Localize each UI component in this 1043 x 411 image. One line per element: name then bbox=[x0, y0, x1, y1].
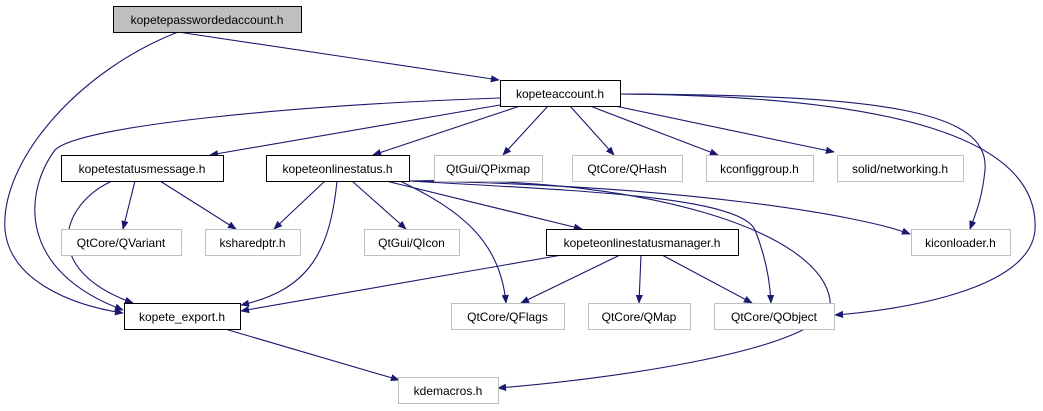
node-onlinestatus[interactable]: kopeteonlinestatus.h bbox=[266, 155, 410, 182]
node-box bbox=[451, 303, 565, 330]
edge-export-to-kdemacros bbox=[224, 328, 400, 382]
node-label: kopetestatusmessage.h bbox=[79, 162, 206, 176]
node-kiconloader: kiconloader.h bbox=[911, 229, 1011, 256]
edge-account-to-statusmessage bbox=[209, 104, 501, 158]
node-kdemacros: kdemacros.h bbox=[398, 377, 499, 404]
edge-onlinestatus-to-ksharedptr bbox=[273, 180, 326, 230]
edge-account-to-export bbox=[34, 97, 501, 311]
edge-onlinestatus-to-qicon bbox=[351, 180, 407, 230]
node-label: ksharedptr.h bbox=[219, 236, 285, 250]
node-ksharedptr: ksharedptr.h bbox=[205, 229, 301, 256]
node-label: QtCore/QHash bbox=[587, 162, 666, 176]
node-label: QtCore/QObject bbox=[731, 310, 818, 324]
edge-account-to-qhash bbox=[569, 105, 615, 156]
node-qflags: QtCore/QFlags bbox=[451, 303, 565, 330]
node-label: kiconloader.h bbox=[925, 236, 996, 250]
node-box bbox=[364, 229, 460, 256]
node-label: QtGui/QPixmap bbox=[446, 162, 530, 176]
node-box bbox=[546, 229, 739, 256]
node-qvariant: QtCore/QVariant bbox=[61, 229, 182, 256]
node-label: kopeteaccount.h bbox=[516, 87, 604, 101]
node-qicon: QtGui/QIcon bbox=[364, 229, 460, 256]
node-manager[interactable]: kopeteonlinestatusmanager.h bbox=[546, 229, 739, 256]
node-qpixmap: QtGui/QPixmap bbox=[434, 155, 543, 182]
edge-account-to-kconfiggroup bbox=[589, 105, 719, 156]
node-box bbox=[714, 303, 835, 330]
node-label: kopete_export.h bbox=[139, 310, 225, 324]
node-export[interactable]: kopete_export.h bbox=[124, 303, 241, 330]
node-qmap: QtCore/QMap bbox=[588, 303, 691, 330]
edge-onlinestatus-to-kiconloader bbox=[408, 180, 911, 235]
node-box bbox=[706, 155, 814, 182]
node-account[interactable]: kopeteaccount.h bbox=[500, 80, 621, 107]
edge-passworded-to-account bbox=[177, 31, 500, 83]
node-label: QtGui/QIcon bbox=[378, 236, 445, 250]
edge-account-to-qobject bbox=[619, 93, 1036, 318]
edge-manager-to-qflags bbox=[520, 254, 621, 304]
node-qobject: QtCore/QObject bbox=[714, 303, 835, 330]
node-label: kopetepasswordedaccount.h bbox=[131, 13, 284, 27]
node-label: kopeteonlinestatusmanager.h bbox=[564, 236, 721, 250]
edge-statusmessage-to-qvariant bbox=[121, 180, 136, 230]
node-label: kopeteonlinestatus.h bbox=[282, 162, 392, 176]
edge-account-to-onlinestatus bbox=[372, 105, 521, 156]
node-box bbox=[911, 229, 1011, 256]
edge-passworded-to-export bbox=[4, 31, 179, 316]
node-label: kdemacros.h bbox=[414, 384, 483, 398]
node-box bbox=[398, 377, 499, 404]
node-label: solid/networking.h bbox=[852, 162, 948, 176]
edge-account-to-kiconloader bbox=[619, 93, 986, 230]
edge-account-to-qpixmap bbox=[502, 105, 549, 156]
node-box bbox=[434, 155, 543, 182]
node-box bbox=[113, 6, 302, 33]
node-label: QtCore/QFlags bbox=[467, 310, 548, 324]
node-qhash: QtCore/QHash bbox=[572, 155, 683, 182]
node-box bbox=[572, 155, 683, 182]
node-label: QtCore/QMap bbox=[602, 310, 677, 324]
node-networking: solid/networking.h bbox=[837, 155, 964, 182]
node-box bbox=[266, 155, 410, 182]
node-box bbox=[500, 80, 621, 107]
edge-onlinestatus-to-export bbox=[240, 180, 338, 307]
edge-manager-to-qmap bbox=[635, 254, 643, 304]
node-box bbox=[61, 155, 224, 182]
edge-manager-to-export bbox=[240, 254, 563, 314]
node-box bbox=[205, 229, 301, 256]
node-passworded: kopetepasswordedaccount.h bbox=[113, 6, 302, 33]
edge-onlinestatus-to-qflags bbox=[399, 180, 509, 304]
node-kconfiggroup: kconfiggroup.h bbox=[706, 155, 814, 182]
node-box bbox=[588, 303, 691, 330]
node-label: kconfiggroup.h bbox=[720, 162, 799, 176]
edge-manager-to-qobject bbox=[661, 254, 753, 304]
node-box bbox=[61, 229, 182, 256]
node-box bbox=[124, 303, 241, 330]
edge-onlinestatus-to-qobject bbox=[408, 180, 775, 304]
node-box bbox=[837, 155, 964, 182]
edge-account-to-networking bbox=[614, 105, 835, 154]
node-statusmessage[interactable]: kopetestatusmessage.h bbox=[61, 155, 224, 182]
edge-statusmessage-to-ksharedptr bbox=[159, 180, 237, 230]
edge-onlinestatus-to-manager bbox=[385, 180, 583, 231]
node-label: QtCore/QVariant bbox=[77, 236, 166, 250]
edge-onlinestatus-to-kdemacros bbox=[408, 180, 831, 391]
